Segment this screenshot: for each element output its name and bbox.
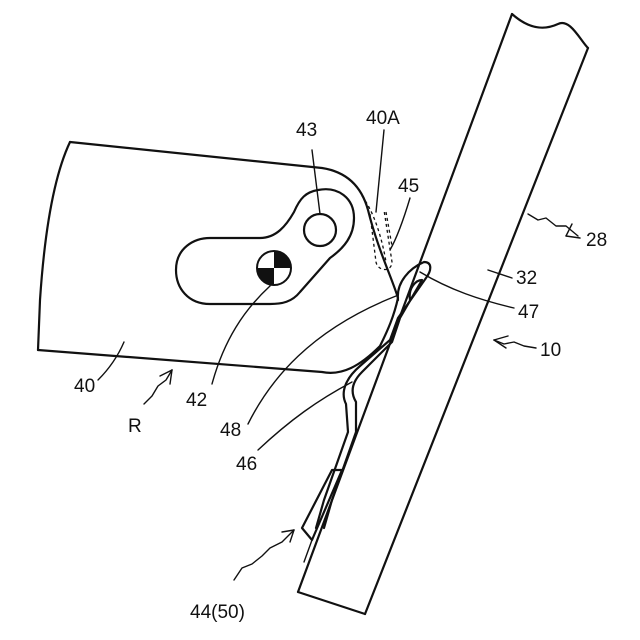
label-42: 42: [186, 390, 207, 411]
label-r: R: [128, 416, 142, 437]
label-40: 40: [74, 376, 95, 397]
member-40-body: [38, 142, 398, 373]
spring-clip: [302, 262, 430, 562]
label-47: 47: [518, 302, 539, 323]
label-40a: 40A: [366, 108, 400, 129]
center-mark-42: [257, 251, 291, 285]
hole-43: [304, 214, 336, 246]
pillar-panel: [298, 14, 588, 614]
link-plate: [176, 189, 354, 304]
label-46: 46: [236, 454, 257, 475]
label-48: 48: [220, 420, 241, 441]
label-45: 45: [398, 176, 419, 197]
label-32: 32: [516, 268, 537, 289]
leader-lines: [98, 130, 580, 580]
labels: 43 40A 45 28 32 47 10 40 42 R 48 46 44(5…: [74, 108, 607, 623]
label-28: 28: [586, 230, 607, 251]
label-44-50: 44(50): [190, 602, 245, 623]
label-43: 43: [296, 120, 317, 141]
label-10: 10: [540, 340, 561, 361]
